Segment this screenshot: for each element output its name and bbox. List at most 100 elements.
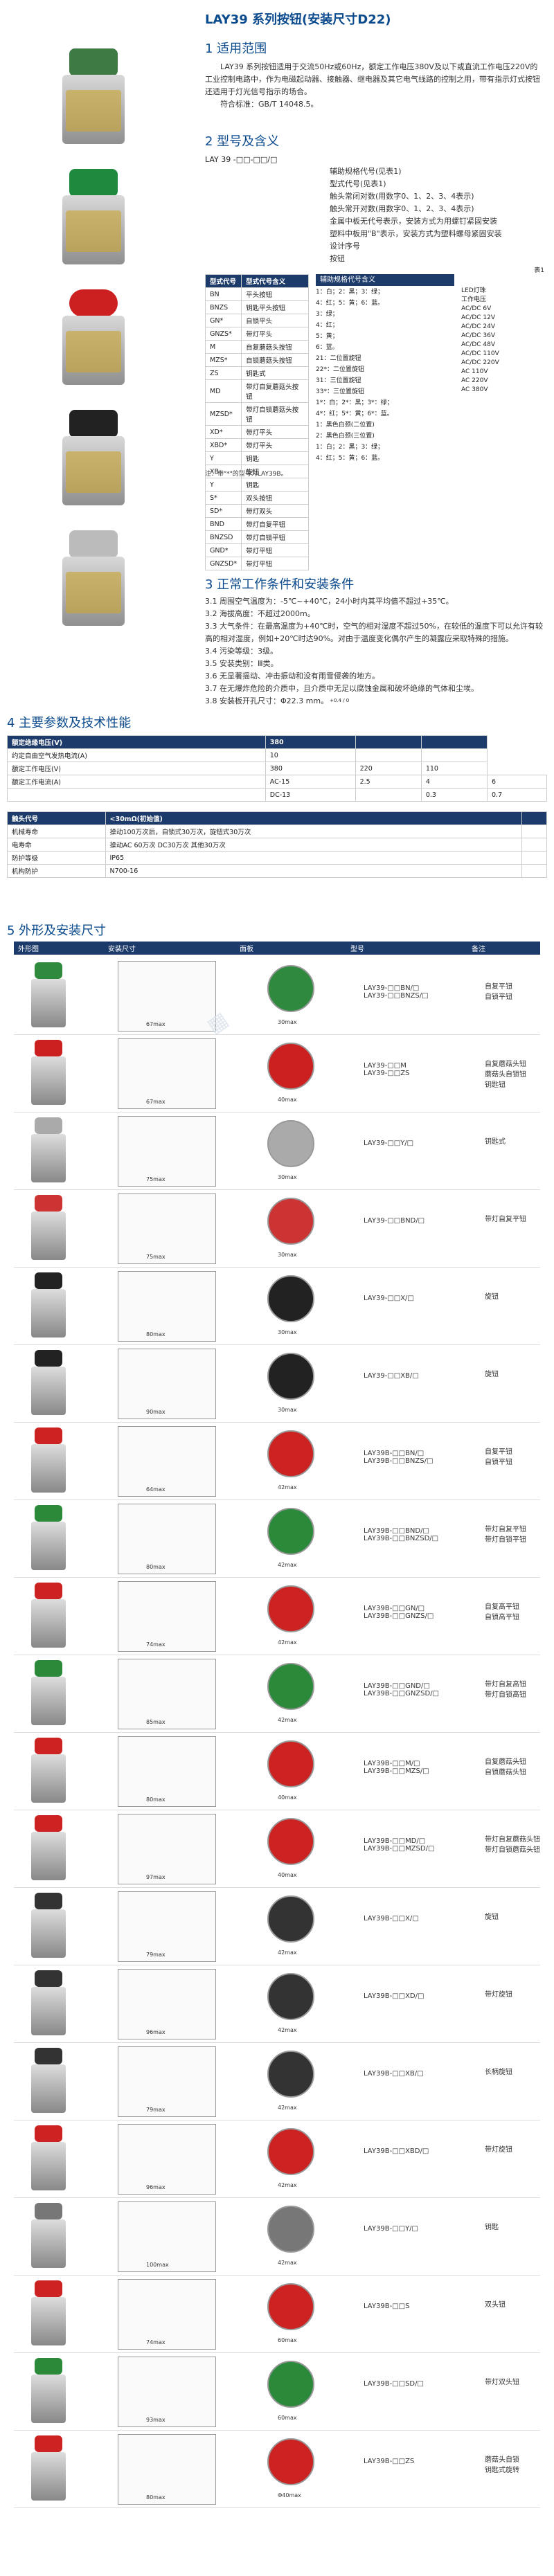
param-row: 触头代号<30mΩ(初始值) bbox=[7, 811, 548, 825]
panel-face-circle bbox=[267, 1818, 314, 1865]
face-label: 40max bbox=[278, 1872, 297, 1878]
aux-line: 22*：二位置旋钮 bbox=[316, 366, 364, 373]
aux-line: 2：黑色白颈(三位置) bbox=[316, 433, 375, 440]
dim-label: 100max bbox=[146, 2262, 169, 2268]
mount-drawing: 67max bbox=[118, 1038, 216, 1109]
type-meaning: 双头按钮 bbox=[241, 491, 309, 505]
panel-face: 42max bbox=[253, 1504, 329, 1573]
section-scope-body: LAY39 系列按钮适用于交流50Hz或60Hz，额定工作电压380V及以下或直… bbox=[205, 62, 540, 96]
panel-face-circle bbox=[267, 1973, 314, 2020]
mount-drawing: 79max bbox=[118, 1891, 216, 1962]
param-cell: <30mΩ(初始值) bbox=[105, 811, 522, 825]
panel-face-circle bbox=[267, 2283, 314, 2330]
product-thumbnail bbox=[28, 1970, 69, 2053]
face-label: 40max bbox=[278, 1794, 297, 1801]
legend-line: 按钮 bbox=[330, 254, 345, 263]
dim-label: 79max bbox=[146, 1952, 166, 1958]
voltage-line: AC 380V bbox=[461, 386, 488, 393]
tolerance: +0.4 / 0 bbox=[330, 698, 350, 703]
panel-face-circle bbox=[267, 1043, 314, 1090]
param-cell: 380 bbox=[265, 762, 356, 775]
panel-face: 30max bbox=[253, 1194, 329, 1263]
aux-line: 1*：白；2*：黑；3*：绿； bbox=[316, 399, 393, 406]
note-label: 蘑菇头自锁 钥匙式旋转 bbox=[485, 2456, 519, 2474]
type-code: ZS bbox=[204, 366, 242, 380]
panel-face: 60max bbox=[253, 2357, 329, 2426]
section-model-title: 2 型号及含义 bbox=[205, 134, 280, 149]
face-label: 30max bbox=[278, 1252, 297, 1258]
dim-label: 96max bbox=[146, 2029, 166, 2035]
section-dimensions: 5 外形及安装尺寸 bbox=[7, 921, 547, 939]
face-label: 40max bbox=[278, 1097, 297, 1103]
product-photo-green bbox=[55, 169, 132, 273]
mount-drawing: 67max bbox=[118, 961, 216, 1032]
product-thumbnail bbox=[28, 1583, 69, 1666]
dim-label: 80max bbox=[146, 1564, 166, 1570]
type-code: BND bbox=[204, 517, 242, 531]
legend-line: 金属中板无代号表示，安装方式为用螺钉紧固安装 bbox=[330, 217, 497, 226]
type-meaning: 带灯平钮 bbox=[241, 543, 309, 557]
type-row: MZSD*带灯自锁蘑菇头按钮 bbox=[204, 402, 309, 426]
legend-line: 塑料中板用"B"表示，安装方式为塑料螺母紧固安装 bbox=[330, 229, 502, 238]
face-label: 30max bbox=[278, 1174, 297, 1180]
product-thumbnail bbox=[28, 2280, 69, 2363]
face-label: Φ40max bbox=[278, 2492, 301, 2498]
legend-line: 设计序号 bbox=[330, 242, 360, 251]
note-label: 带灯自复蘑菇头钮 带灯自锁蘑菇头钮 bbox=[485, 1836, 540, 1854]
type-meaning: 带灯自复蘑菇头按钮 bbox=[241, 379, 309, 403]
product-thumbnail bbox=[28, 1660, 69, 1743]
face-label: 42max bbox=[278, 2260, 297, 2266]
type-meaning: 自锁平头 bbox=[241, 314, 309, 327]
voltage-line: 工作电压 bbox=[461, 296, 487, 303]
mount-drawing: 100max bbox=[118, 2201, 216, 2272]
dim-label: 85max bbox=[146, 1719, 166, 1725]
param-cell bbox=[7, 788, 266, 802]
type-code: MZS* bbox=[204, 353, 242, 367]
table-label: 表1 bbox=[534, 267, 544, 274]
face-label: 30max bbox=[278, 1329, 297, 1335]
panel-face-circle bbox=[267, 1353, 314, 1400]
panel-face: 42max bbox=[253, 2201, 329, 2271]
panel-face-circle bbox=[267, 1275, 314, 1322]
mount-drawing: 96max bbox=[118, 1969, 216, 2039]
param-cell: 操动AC 60万次 DC30万次 其他30万次 bbox=[105, 838, 522, 852]
note-label: 长柄旋钮 bbox=[485, 2069, 512, 2076]
model-legend: 辅助规格代号(见表1) 型式代号(见表1) 触头常闭对数(用数字0、1、2、3、… bbox=[330, 165, 544, 265]
param-cell bbox=[521, 838, 548, 852]
panel-face-circle bbox=[267, 1430, 314, 1477]
product-photo-mushroom bbox=[55, 289, 132, 393]
conditions-list: 3.1 周围空气温度为：-5℃~+40℃，24小时内其平均值不超过+35℃。3.… bbox=[205, 595, 544, 708]
model-label: LAY39-□□Y/□ bbox=[364, 1140, 414, 1147]
product-thumbnail bbox=[28, 1893, 69, 1976]
note-label: 带灯旋钮 bbox=[485, 2146, 512, 2154]
legend-line: 触头常闭对数(用数字0、1、2、3、4表示) bbox=[330, 192, 474, 201]
dim-label: 75max bbox=[146, 1176, 166, 1182]
type-meaning: 带灯平头 bbox=[241, 327, 309, 341]
type-code: GNZS* bbox=[204, 327, 242, 341]
section-conditions: 3 正常工作条件和安装条件 3.1 周围空气温度为：-5℃~+40℃，24小时内… bbox=[205, 575, 544, 705]
type-meaning: 自复蘑菇头按钮 bbox=[241, 340, 309, 354]
panel-face-circle bbox=[267, 965, 314, 1012]
voltage-line: AC/DC 36V bbox=[461, 332, 495, 339]
type-meaning: 带灯平头 bbox=[241, 425, 309, 439]
type-meaning: 旋钮 bbox=[241, 465, 309, 478]
type-row: GN*自锁平头 bbox=[204, 314, 309, 327]
dim-label: 64max bbox=[146, 1486, 166, 1493]
product-thumbnail bbox=[28, 1040, 69, 1123]
dim-label: 80max bbox=[146, 1331, 166, 1337]
condition-item: 3.6 无显著摇动、冲击振动和没有雨雪侵袭的地方。 bbox=[205, 672, 379, 681]
note-label: 自复平钮 自锁平钮 bbox=[485, 1448, 512, 1466]
model-label: LAY39B-□□M/□ LAY39B-□□MZS/□ bbox=[364, 1760, 429, 1775]
mount-drawing: 74max bbox=[118, 2279, 216, 2350]
